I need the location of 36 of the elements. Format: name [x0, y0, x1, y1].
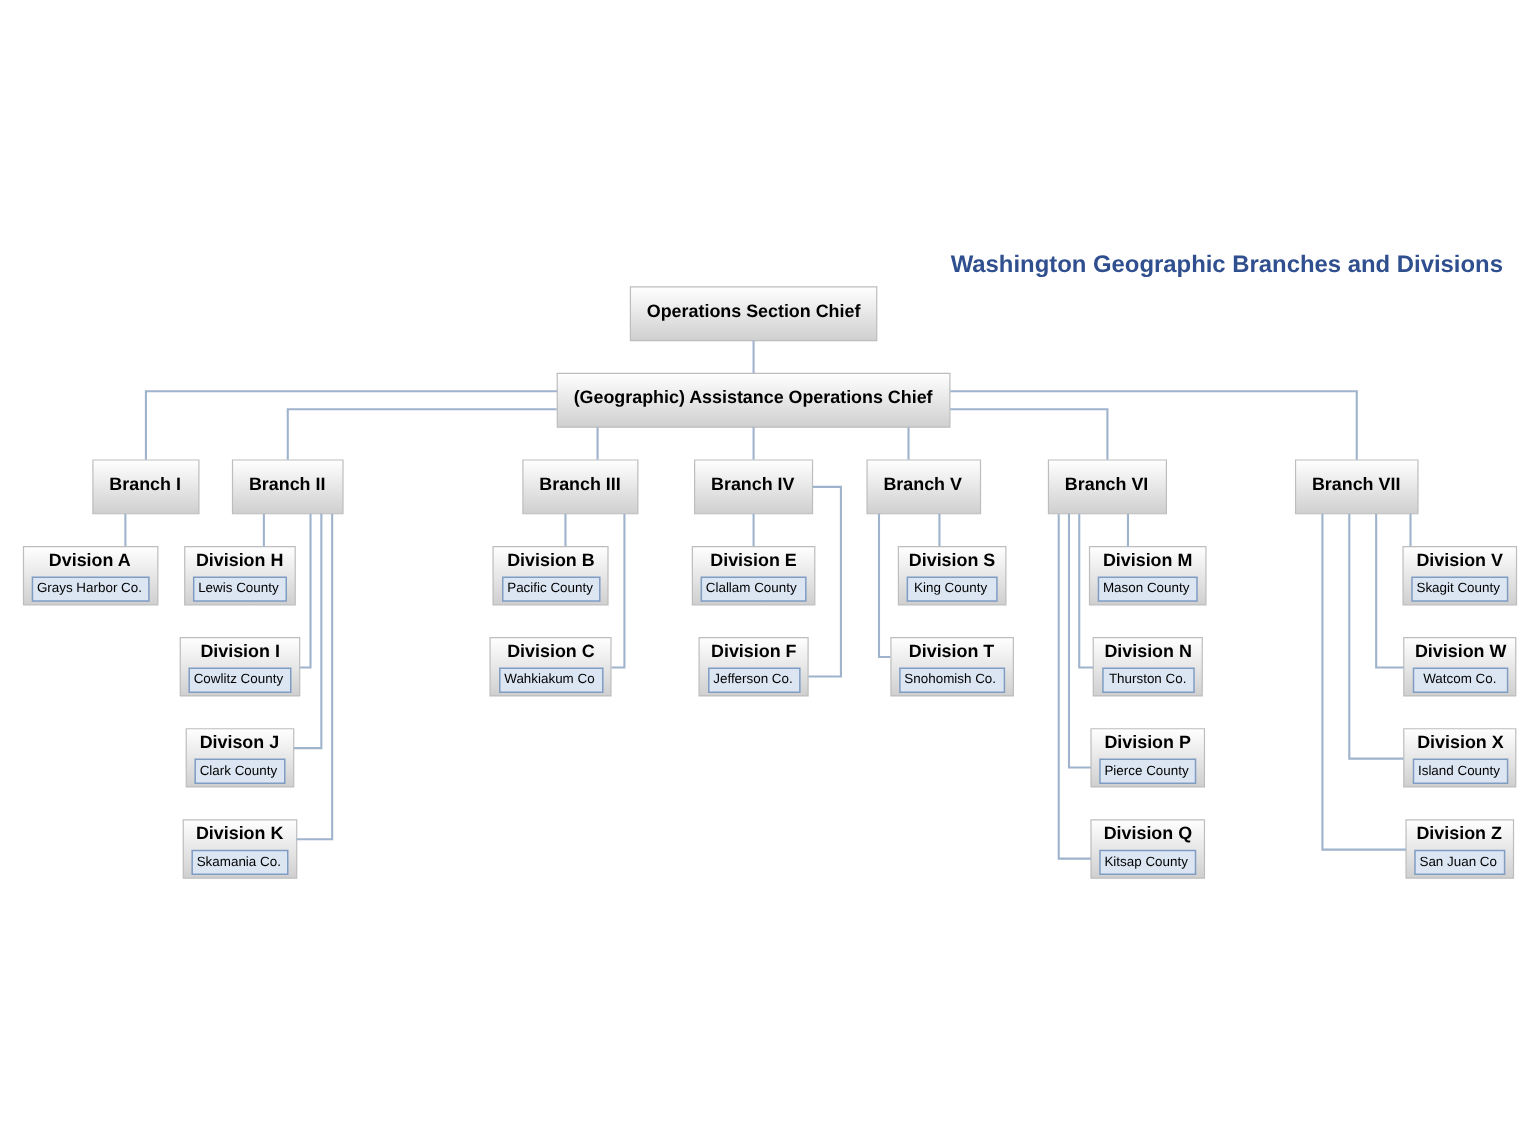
connector — [752, 426, 755, 459]
connector — [124, 513, 127, 546]
connector — [877, 512, 891, 658]
connector — [1078, 512, 1094, 668]
connector — [752, 513, 755, 546]
connector — [144, 389, 558, 459]
connector — [950, 407, 1109, 459]
connector — [1321, 513, 1406, 850]
node-box: Operations Section Chief — [629, 285, 878, 341]
connector — [950, 389, 1358, 459]
connector — [1057, 513, 1091, 859]
connector — [907, 426, 910, 459]
connector — [808, 484, 842, 677]
node-box: (Geographic) Assistance Operations Chief — [556, 371, 951, 427]
node-box: Branch VI — [1047, 458, 1167, 514]
node-box: Branch III — [522, 458, 639, 514]
node-box: Branch I — [92, 458, 200, 514]
connector — [938, 513, 941, 546]
connector — [1067, 512, 1091, 768]
connector — [596, 426, 599, 459]
connector — [1126, 513, 1129, 546]
connector — [611, 512, 626, 668]
connector — [1348, 512, 1404, 759]
diagram-title: Washington Geographic Branches and Divisions — [950, 248, 1503, 277]
node-box: Branch II — [231, 458, 344, 514]
connector — [564, 513, 567, 546]
connector — [293, 512, 323, 749]
node-box: Branch VII — [1294, 458, 1419, 514]
connector — [752, 339, 755, 373]
node-box: Branch V — [866, 458, 982, 514]
connector — [300, 512, 312, 668]
connector — [296, 512, 334, 840]
connector — [262, 513, 265, 546]
connector — [1409, 513, 1412, 546]
node-box: Branch IV — [694, 458, 814, 514]
connector — [286, 407, 557, 459]
